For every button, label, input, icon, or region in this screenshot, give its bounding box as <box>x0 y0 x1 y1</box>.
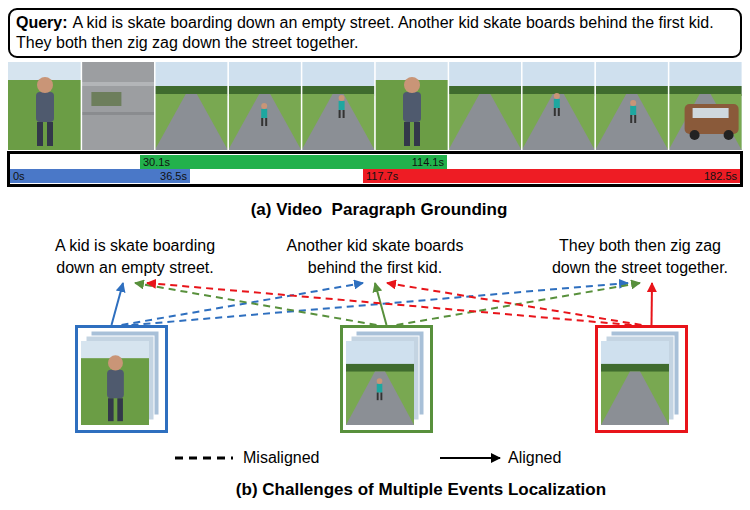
legend-text: Aligned <box>508 448 561 468</box>
legend-samples <box>175 458 500 459</box>
legend-text: Misaligned <box>243 448 319 468</box>
node-text: 117.7s <box>366 169 398 183</box>
node-text: A kid is skate boarding down an empty st… <box>37 235 233 279</box>
event-connector <box>147 283 632 325</box>
frame-stack <box>595 325 688 433</box>
node-text: 182.5s <box>704 169 737 183</box>
event-connector <box>387 283 642 325</box>
frame-stack-pictures <box>81 331 679 425</box>
subfigure-caption: (b) Challenges of Multiple Events Locali… <box>236 479 606 501</box>
node-text: 114.1s <box>412 155 444 169</box>
subfigure-caption: (a) Video Paragraph Grounding <box>251 199 508 221</box>
node-text: A kid is skate boarding down an empty st… <box>16 14 714 51</box>
frame-stack <box>75 325 168 433</box>
sentence-node: Another kid skate boards behind the firs… <box>277 235 473 279</box>
frame-stack <box>340 325 433 433</box>
event-connector <box>651 283 654 325</box>
event-connector <box>122 283 364 325</box>
node-text: 30.1s <box>143 155 170 169</box>
event-connector <box>375 283 387 325</box>
timeline-frame <box>9 153 742 186</box>
sentence-node: They both then zig zag down the street t… <box>542 235 738 279</box>
node-text: 36.5s <box>160 169 187 183</box>
prediction-band: 0s 36.5s <box>10 169 190 183</box>
query-box: Query:A kid is skate boarding down an em… <box>8 8 742 58</box>
node-text: Another kid skate boards behind the firs… <box>277 235 473 279</box>
event-connector <box>112 283 124 325</box>
event-connector <box>135 283 377 325</box>
node-text: They both then zig zag down the street t… <box>542 235 738 279</box>
video-filmstrip <box>8 62 742 150</box>
ground-truth-band: 30.1s 114.1s <box>140 155 447 169</box>
node-text: 0s <box>13 169 25 183</box>
prediction-band: 117.7s 182.5s <box>363 169 740 183</box>
node-text: Query: <box>16 14 68 31</box>
sentence-node: A kid is skate boarding down an empty st… <box>37 235 233 279</box>
